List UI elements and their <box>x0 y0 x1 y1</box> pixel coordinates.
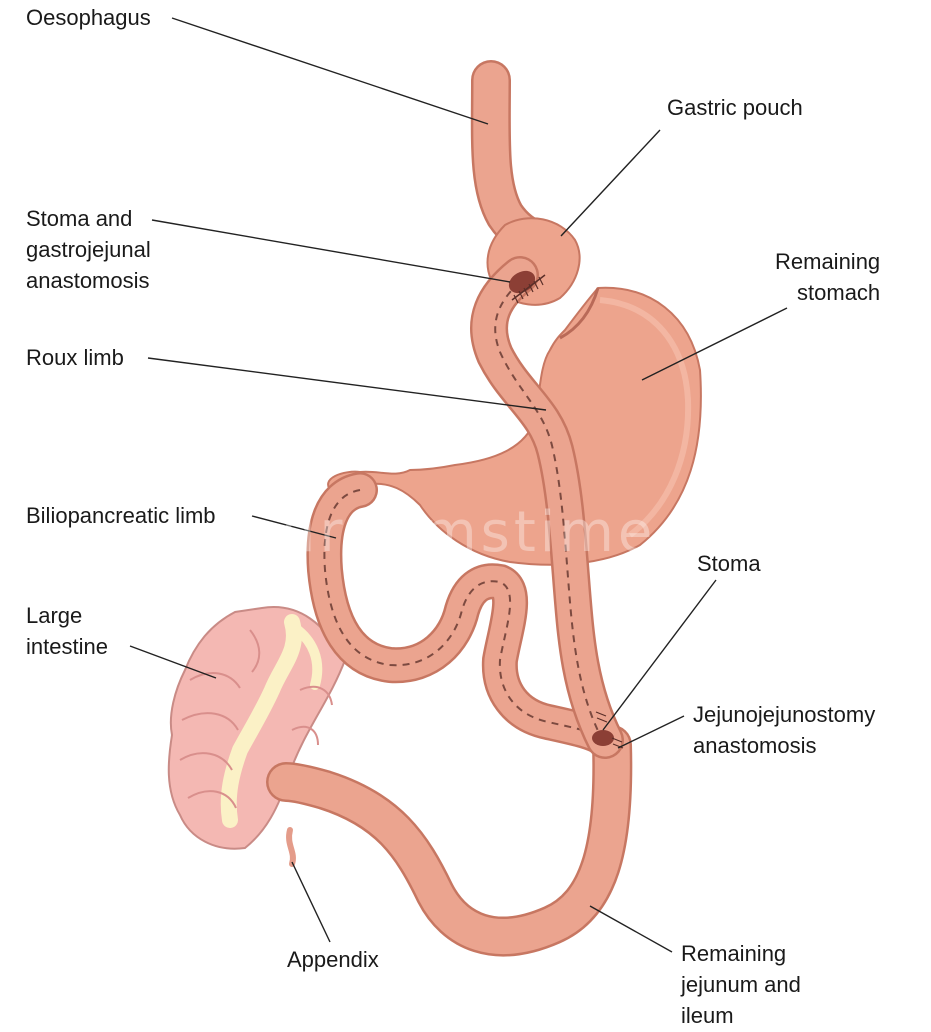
leader-gastric-pouch <box>561 130 660 236</box>
leader-remaining-jejunum <box>590 906 672 952</box>
label-line: anastomosis <box>693 730 875 761</box>
label-oesophagus: Oesophagus <box>26 2 151 33</box>
leader-appendix <box>292 862 330 942</box>
label-line: Stoma <box>697 548 761 579</box>
label-roux-limb: Roux limb <box>26 342 124 373</box>
label-line: Biliopancreatic limb <box>26 500 216 531</box>
label-line: Stoma and <box>26 203 151 234</box>
label-line: Remaining <box>775 246 880 277</box>
label-line: Oesophagus <box>26 2 151 33</box>
label-line: gastrojejunal <box>26 234 151 265</box>
label-line: anastomosis <box>26 265 151 296</box>
label-line: ileum <box>681 1000 801 1031</box>
label-jejunojejunostomy-anastomosis: Jejunojejunostomy anastomosis <box>693 699 875 761</box>
watermark: dreamstime <box>280 500 656 565</box>
label-stoma: Stoma <box>697 548 761 579</box>
label-appendix: Appendix <box>287 944 379 975</box>
label-line: stomach <box>775 277 880 308</box>
label-remaining-stomach: Remaining stomach <box>775 246 880 308</box>
label-gastric-pouch: Gastric pouch <box>667 92 803 123</box>
label-line: Jejunojejunostomy <box>693 699 875 730</box>
label-line: Appendix <box>287 944 379 975</box>
label-line: jejunum and <box>681 969 801 1000</box>
appendix-shape <box>289 830 293 864</box>
leader-oesophagus <box>172 18 488 124</box>
leader-jejunojejunostomy <box>618 716 684 748</box>
label-line: Remaining <box>681 938 801 969</box>
label-line: Gastric pouch <box>667 92 803 123</box>
label-remaining-jejunum-ileum: Remaining jejunum and ileum <box>681 938 801 1031</box>
label-biliopancreatic-limb: Biliopancreatic limb <box>26 500 216 531</box>
label-line: Roux limb <box>26 342 124 373</box>
leader-stoma-gastro <box>152 220 510 282</box>
label-line: Large <box>26 600 108 631</box>
label-stoma-gastrojejunal-anastomosis: Stoma and gastrojejunal anastomosis <box>26 203 151 296</box>
label-large-intestine: Large intestine <box>26 600 108 662</box>
large-intestine-shape <box>169 607 345 849</box>
label-line: intestine <box>26 631 108 662</box>
